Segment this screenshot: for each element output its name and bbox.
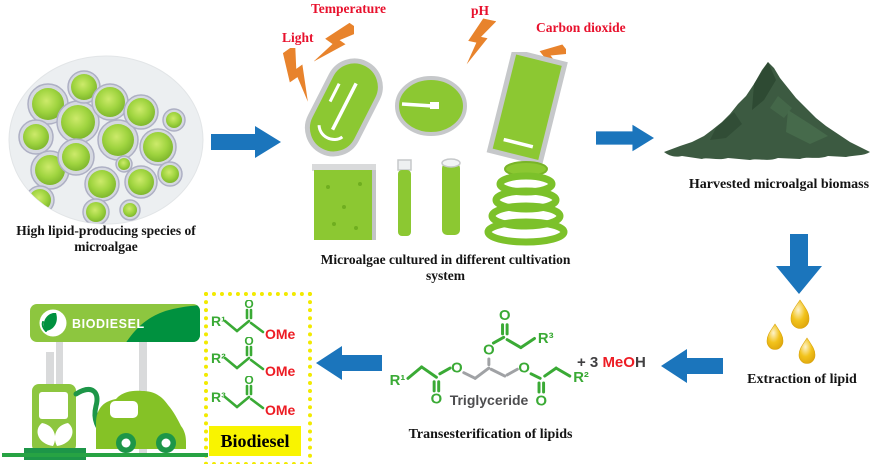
algae-cells xyxy=(18,70,186,224)
triglyceride-structure: R¹ O O O O R³ O O R² xyxy=(390,308,589,408)
stage5-caption: Transesterification of lipids xyxy=(408,427,573,442)
ground-line xyxy=(2,453,208,457)
flat-panel-photobioreactor xyxy=(312,164,376,240)
arrow-right-2 xyxy=(596,124,654,152)
ester3-ome: OMe xyxy=(265,402,296,418)
arrow-down xyxy=(776,234,822,294)
triglyceride-o4: O xyxy=(499,308,511,324)
leaf-icon xyxy=(43,313,57,331)
arrow-right-1 xyxy=(211,126,281,158)
label-carbon-dioxide: Carbon dioxide xyxy=(536,20,626,35)
stage1-caption: High lipid-producing species of microalg… xyxy=(0,223,212,256)
stage4-caption: Extraction of lipid xyxy=(747,372,857,387)
ester-structure-2: R² O OMe xyxy=(211,337,296,379)
lipid-droplets xyxy=(766,299,816,364)
stage3-caption: Harvested microalgal biomass xyxy=(688,177,870,192)
triglyceride-o6: O xyxy=(536,394,548,408)
label-ph: pH xyxy=(471,3,490,18)
label-temperature: Temperature xyxy=(311,1,386,16)
ester1-o: O xyxy=(244,300,253,311)
reagent-meo: MeO xyxy=(602,354,635,371)
stage2-caption-line1: Microalgae cultured in different cultiva… xyxy=(320,252,571,267)
column-photobioreactor-1 xyxy=(397,159,412,236)
arrow-left-1 xyxy=(661,349,723,383)
helical-photobioreactor xyxy=(484,161,568,246)
arrow-left-2 xyxy=(316,346,382,380)
pump-leaf-right-icon xyxy=(54,423,73,446)
triglyceride-o3: O xyxy=(483,342,495,358)
biodiesel-label: Biodiesel xyxy=(209,426,301,456)
biodiesel-box xyxy=(204,292,312,464)
stage1-caption-line2: microalgae xyxy=(74,239,138,255)
microalgae-micrograph xyxy=(8,55,204,225)
triglyceride-r1: R¹ xyxy=(390,373,406,389)
reagent-h: H xyxy=(634,354,646,371)
triglyceride-label: Triglyceride xyxy=(449,392,529,408)
pump-leaf-left-icon xyxy=(37,423,56,446)
stage2-caption-line2: system xyxy=(426,268,465,284)
ester2-o: O xyxy=(244,337,253,348)
biomass-pile xyxy=(664,62,870,160)
stage1-caption-line1: High lipid-producing species of xyxy=(16,223,196,238)
ester3-o: O xyxy=(244,376,253,387)
reagent-meoh: + 3 MeOH xyxy=(577,354,646,371)
pump-screen xyxy=(39,392,68,419)
rectangular-pond xyxy=(486,52,568,164)
ester3-r: R³ xyxy=(211,389,226,405)
pump-pipe xyxy=(46,352,54,386)
lightning-bolt-ph-icon xyxy=(466,18,496,65)
triglyceride-o2: O xyxy=(451,361,463,377)
car-window xyxy=(110,401,138,418)
triglyceride-o5: O xyxy=(518,361,530,377)
ester-structure-3: R³ O OMe xyxy=(211,376,296,418)
ester-structure-1: R¹ O OMe xyxy=(211,300,296,342)
ester1-ome: OMe xyxy=(265,326,296,342)
lightning-bolt-co2-icon xyxy=(525,44,566,67)
circular-pond xyxy=(395,76,467,136)
reagent-coefficient: + 3 xyxy=(577,354,603,371)
raceway-pond xyxy=(304,58,383,157)
triglyceride-r3: R³ xyxy=(538,331,554,347)
ester2-r: R² xyxy=(211,350,226,366)
ester2-ome: OMe xyxy=(265,363,296,379)
green-car xyxy=(96,390,186,453)
ester1-r: R¹ xyxy=(211,313,226,329)
column-photobioreactor-2 xyxy=(441,158,461,235)
lightning-bolt-light-icon xyxy=(282,48,308,102)
label-light: Light xyxy=(282,30,314,45)
triglyceride-r2: R² xyxy=(573,370,589,386)
biodiesel-station: BIODIESEL xyxy=(2,304,208,460)
station-sign-text: BIODIESEL xyxy=(72,317,145,331)
stage2-caption: Microalgae cultured in different cultiva… xyxy=(298,252,593,285)
triglyceride-o1: O xyxy=(431,391,443,407)
station-banner: BIODIESEL xyxy=(30,304,200,342)
lightning-bolt-temperature-icon xyxy=(314,22,354,62)
